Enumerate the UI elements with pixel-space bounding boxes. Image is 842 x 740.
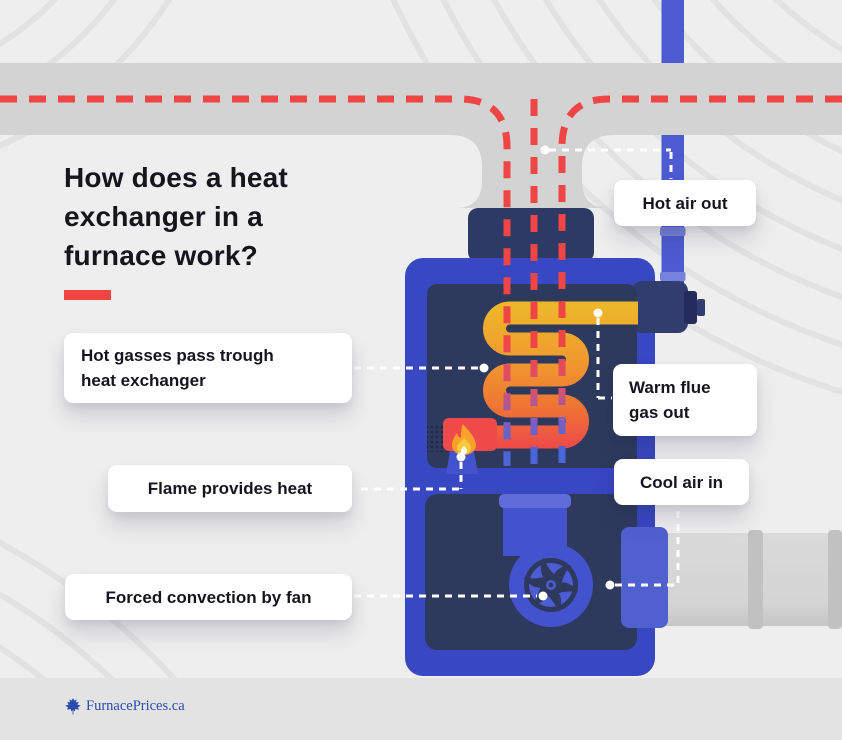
air-flow-dashes bbox=[0, 95, 842, 466]
callout-hot-gasses-line2: heat exchanger bbox=[81, 371, 206, 390]
callout-hot-air-out: Hot air out bbox=[614, 180, 756, 226]
callout-flame: Flame provides heat bbox=[108, 465, 352, 512]
flue-pipe-top bbox=[661, 0, 684, 64]
callout-fan: Forced convection by fan bbox=[65, 574, 352, 620]
title-accent-bar bbox=[64, 290, 111, 300]
flue-elbow bbox=[632, 281, 705, 333]
callout-warm-flue-gas: Warm flue gas out bbox=[613, 364, 757, 436]
supply-duct bbox=[0, 63, 842, 255]
floor-band bbox=[0, 678, 842, 740]
dot-fan bbox=[538, 591, 548, 601]
footer-brand: FurnacePrices.ca bbox=[65, 698, 185, 715]
duct-fillet-left bbox=[456, 180, 482, 208]
dot-cool-air bbox=[605, 580, 615, 590]
flame-icon bbox=[452, 424, 476, 455]
callout-hot-gasses-line1: Hot gasses pass trough bbox=[81, 346, 274, 365]
flow-line-right bbox=[558, 95, 842, 466]
dot-hot-gasses bbox=[479, 363, 489, 373]
blower-fan-icon bbox=[499, 494, 593, 627]
maple-leaf-icon bbox=[65, 698, 81, 715]
callout-warm-flue-line2: gas out bbox=[629, 403, 690, 422]
flow-line-left bbox=[0, 95, 511, 466]
connector-warm-flue bbox=[596, 318, 612, 400]
return-air-pipe bbox=[655, 530, 842, 629]
title-line-3: furnace work? bbox=[64, 240, 258, 271]
callout-hot-air-out-text: Hot air out bbox=[642, 193, 728, 213]
brand-name: FurnacePrices.ca bbox=[86, 698, 185, 714]
burner-dot-texture bbox=[427, 424, 447, 452]
callout-connectors bbox=[354, 148, 680, 598]
callout-dots bbox=[456, 145, 615, 601]
callout-warm-flue-line1: Warm flue bbox=[629, 378, 711, 397]
callout-cool-air-in: Cool air in bbox=[614, 459, 749, 505]
dot-warm-flue bbox=[593, 308, 603, 318]
connector-cool-air bbox=[615, 508, 680, 587]
dot-flame bbox=[456, 452, 466, 462]
callout-cool-air-in-text: Cool air in bbox=[639, 472, 724, 492]
duct-fillet-right bbox=[582, 180, 608, 208]
connector-hot-air-out bbox=[549, 148, 673, 179]
callout-fan-text: Forced convection by fan bbox=[105, 587, 312, 607]
callout-flame-text: Flame provides heat bbox=[147, 479, 313, 498]
page-title: How does a heat exchanger in a furnace w… bbox=[64, 158, 288, 275]
connector-flame bbox=[356, 462, 463, 491]
dot-hot-air-out bbox=[540, 145, 550, 155]
title-line-2: exchanger in a bbox=[64, 201, 263, 232]
title-line-1: How does a heat bbox=[64, 162, 288, 193]
cool-air-inlet bbox=[621, 527, 668, 628]
callout-hot-gasses: Hot gasses pass trough heat exchanger bbox=[64, 333, 352, 403]
